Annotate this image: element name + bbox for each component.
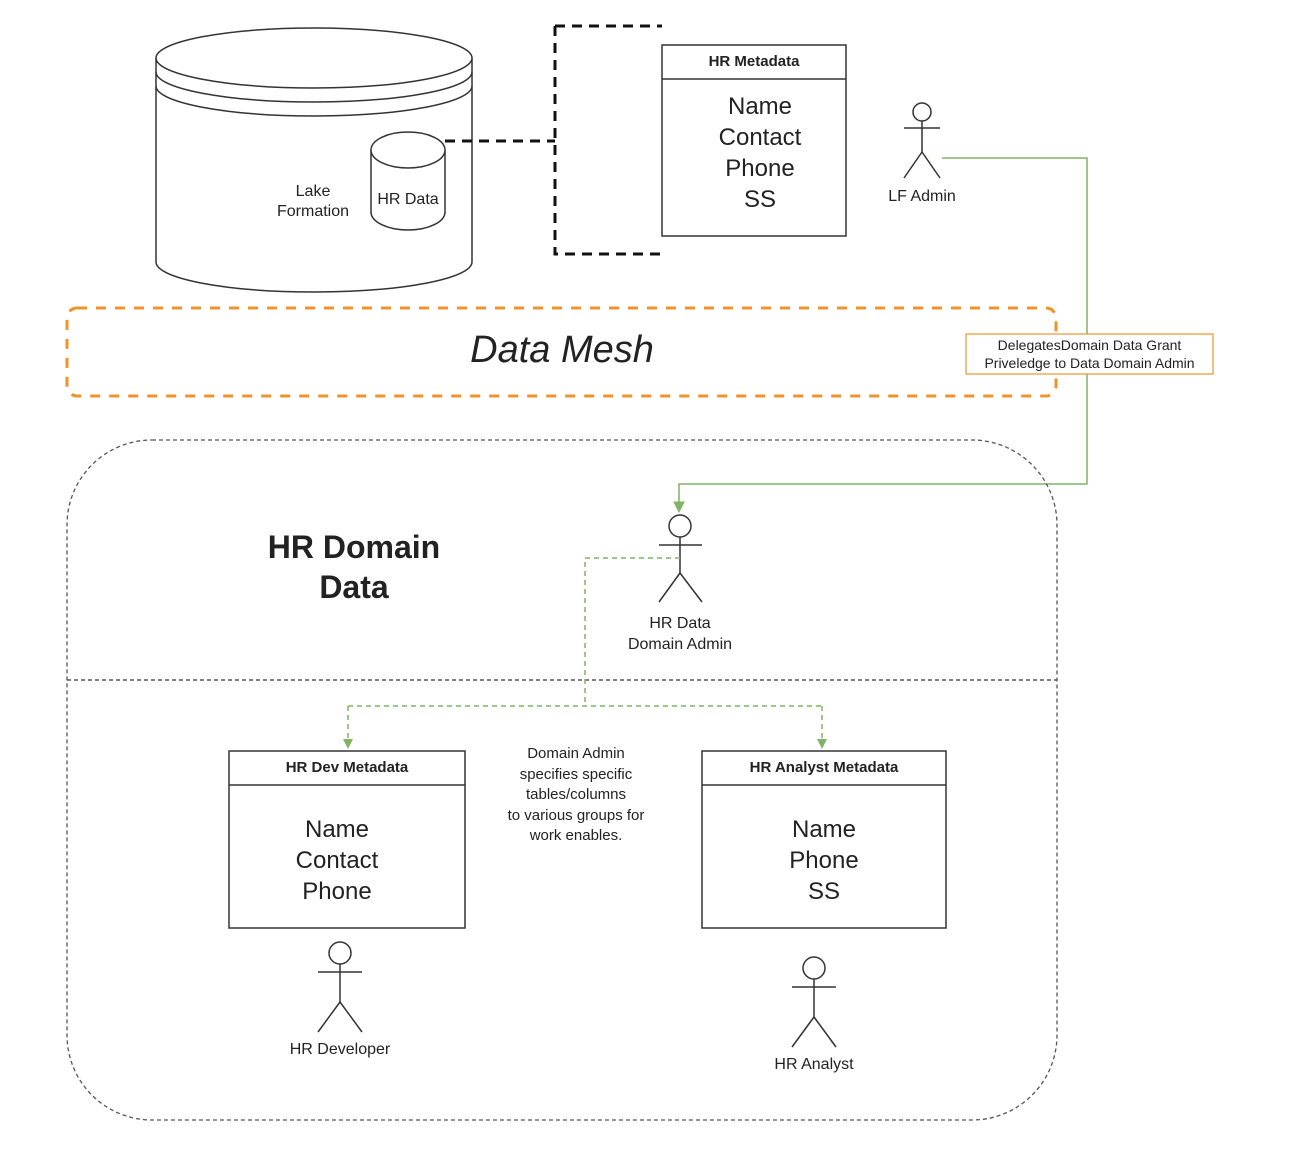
hr-developer-actor-icon — [317, 941, 363, 1033]
dev-metadata-header: HR Dev Metadata — [285, 759, 409, 776]
data-mesh-band — [65, 306, 1058, 398]
delegation-label: DelegatesDomain Data Grant Priveledge to… — [966, 336, 1213, 372]
note-line1: Domain Admin — [527, 745, 625, 762]
domain-title-line2: Data — [319, 569, 389, 605]
dev-field-contact: Contact — [295, 847, 379, 874]
hr-metadata-box — [661, 44, 847, 237]
hr-analyst-actor-icon — [791, 956, 837, 1048]
lake-formation-cylinder — [155, 27, 473, 293]
lake-label-line1: Lake — [295, 183, 331, 200]
delegation-connector — [678, 157, 1088, 506]
domain-admin-label: HR Data Domain Admin — [610, 613, 750, 655]
hr-metadata-header: HR Metadata — [708, 53, 800, 70]
grant-arrow-analyst — [817, 739, 827, 749]
lf-admin-actor-icon — [903, 102, 941, 179]
hr-data-link — [445, 24, 662, 256]
analyst-field-ss: SS — [807, 878, 840, 905]
note-line4: to various groups for — [507, 806, 645, 824]
lake-label-line2: Formation — [276, 203, 350, 220]
dev-field-phone: Phone — [302, 878, 372, 905]
domain-title: HR Domain Data — [234, 527, 474, 607]
field-name: Name — [727, 93, 793, 120]
dev-metadata-fields: Name Contact Phone — [222, 814, 452, 907]
domain-admin-line1: HR Data — [649, 615, 711, 632]
dev-field-name: Name — [304, 816, 370, 843]
delegation-line1: DelegatesDomain Data Grant — [997, 337, 1182, 353]
analyst-field-phone: Phone — [789, 847, 859, 874]
data-mesh-label: Data Mesh — [470, 329, 654, 371]
grant-arrow-dev — [343, 739, 353, 749]
field-ss: SS — [743, 186, 776, 213]
lake-formation-label: Lake Formation — [262, 182, 364, 222]
domain-title-line1: HR Domain — [267, 529, 441, 565]
delegation-arrowhead — [673, 501, 685, 514]
lf-admin-label: LF Admin — [888, 188, 956, 205]
note-line5: work enables. — [529, 827, 623, 844]
analyst-metadata-header: HR Analyst Metadata — [749, 759, 899, 776]
analyst-metadata-fields: Name Phone SS — [709, 814, 939, 907]
note-line3: tables/columns — [525, 786, 627, 803]
analyst-field-name: Name — [791, 816, 857, 843]
grant-connectors — [347, 557, 823, 740]
delegation-line2: Priveledge to Data Domain Admin — [984, 355, 1195, 371]
hr-data-label: HR Data — [377, 191, 439, 208]
hr-developer-label: HR Developer — [289, 1041, 391, 1058]
hr-domain-container — [66, 439, 1058, 1121]
hr-analyst-metadata-box — [701, 750, 947, 929]
grant-note: Domain Admin specifies specific tables/c… — [481, 744, 671, 847]
delegation-label-box — [965, 333, 1214, 375]
field-contact: Contact — [718, 124, 802, 151]
hr-dev-metadata-box — [228, 750, 466, 929]
hr-metadata-fields: Name Contact Phone SS — [662, 91, 858, 215]
hr-analyst-label: HR Analyst — [774, 1056, 854, 1073]
domain-admin-line2: Domain Admin — [627, 636, 733, 653]
domain-admin-actor-icon — [658, 514, 703, 603]
field-phone: Phone — [725, 155, 795, 182]
note-line2: specifies specific — [519, 765, 633, 783]
hr-data-cylinder — [370, 131, 446, 231]
